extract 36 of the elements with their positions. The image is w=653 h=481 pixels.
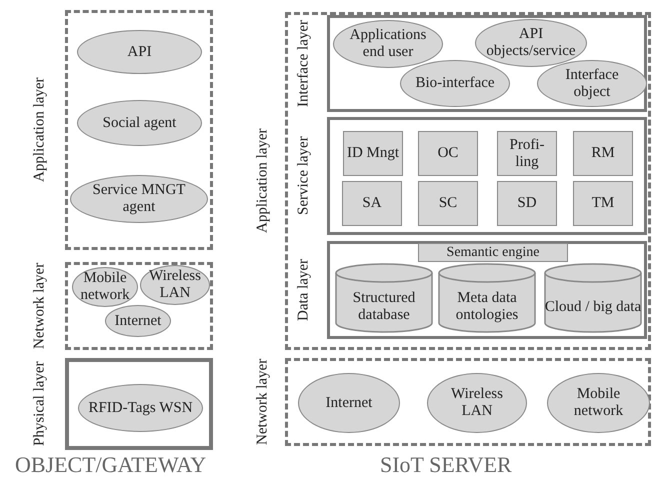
component-ellipse: Interface object: [537, 60, 647, 107]
component-ellipse: Social agent: [77, 100, 202, 146]
component-ellipse: Mobile network: [547, 373, 650, 433]
component-ellipse: Mobile network: [72, 267, 138, 307]
database-cylinder: Structured database: [335, 263, 433, 333]
layer-label: Interface layer: [294, 19, 312, 110]
engine-bar: Semantic engine: [418, 243, 568, 262]
database-cylinder: Cloud / big data: [544, 263, 642, 333]
component-ellipse: Internet: [298, 373, 400, 433]
component-ellipse: Internet: [105, 305, 171, 337]
component-ellipse: API objects/service: [475, 19, 587, 67]
module-box: RM: [573, 131, 633, 176]
layer-label: Application layer: [254, 128, 272, 236]
component-ellipse: Applications end user: [333, 20, 443, 68]
layer-label: Data layer: [294, 258, 312, 324]
layer-label: Physical layer: [30, 360, 48, 448]
module-box: SD: [497, 181, 557, 226]
column-caption: OBJECT/GATEWAY: [15, 452, 206, 478]
column-caption: SIoT SERVER: [380, 452, 512, 478]
module-box: SC: [418, 181, 478, 226]
layer-label: Network layer: [254, 358, 272, 446]
database-cylinder: Meta data ontologies: [438, 263, 536, 333]
component-ellipse: RFID-Tags WSN: [78, 384, 203, 432]
module-box: SA: [342, 181, 402, 226]
layer-label: Application layer: [30, 76, 48, 184]
component-ellipse: API: [77, 30, 202, 74]
component-ellipse: Bio-interface: [400, 60, 510, 107]
layer-label: Service layer: [294, 135, 312, 218]
module-box: TM: [573, 181, 633, 226]
module-box: ID Mngt: [343, 131, 403, 176]
component-ellipse: Wireless LAN: [427, 373, 527, 433]
layer-label: Network layer: [30, 262, 48, 350]
component-ellipse: Service MNGT agent: [70, 175, 208, 223]
module-box: OC: [418, 131, 478, 176]
module-box: Profi- ling: [497, 131, 557, 176]
component-ellipse: Wireless LAN: [140, 265, 210, 305]
